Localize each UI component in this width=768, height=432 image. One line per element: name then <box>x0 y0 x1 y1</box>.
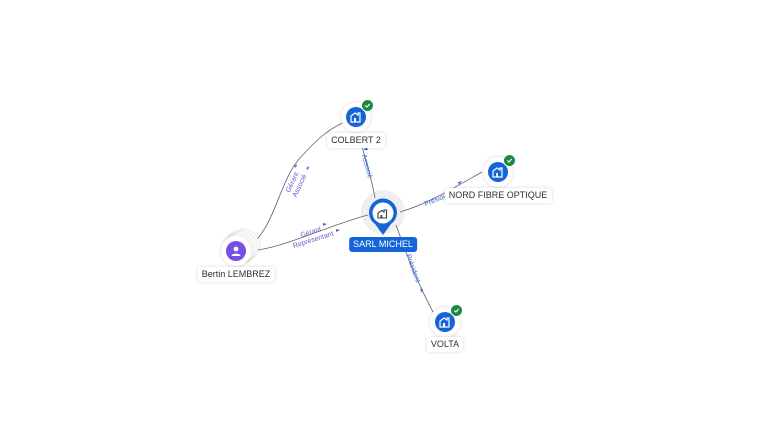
node-volta[interactable] <box>430 304 463 337</box>
edge-arrow <box>323 223 327 226</box>
building-icon <box>346 107 366 127</box>
node-colbert2[interactable] <box>341 99 374 132</box>
edge-center-volta <box>395 224 434 313</box>
edge-bertin-colbert2 <box>251 121 346 245</box>
node-label-center[interactable]: SARL MICHEL <box>349 237 417 252</box>
node-label-colbert2[interactable]: COLBERT 2 <box>327 133 385 148</box>
edge-arrow <box>336 229 340 232</box>
verified-check-icon <box>503 154 516 167</box>
node-label-volta[interactable]: VOLTA <box>426 337 464 352</box>
building-icon <box>435 312 455 332</box>
node-label-nordfibre[interactable]: NORD FIBRE OPTIQUE <box>444 188 552 203</box>
person-icon <box>226 241 246 261</box>
node-bertin[interactable] <box>221 230 259 266</box>
map-pin-icon <box>369 198 397 235</box>
edge-arrow <box>420 289 423 293</box>
edge-arrow <box>364 146 368 150</box>
node-center[interactable] <box>367 196 399 253</box>
edge-arrow <box>294 164 297 168</box>
node-label-bertin[interactable]: Bertin LEMBREZ <box>197 267 275 282</box>
edge-center-colbert2 <box>361 145 376 199</box>
edge-label-center-colbert2: Associé <box>360 154 373 180</box>
edge-center-nordfibre <box>399 171 483 213</box>
verified-check-icon <box>450 304 463 317</box>
building-icon <box>488 162 508 182</box>
edge-bertin-center <box>257 214 369 251</box>
edge-arrow <box>458 181 462 185</box>
node-nordfibre[interactable] <box>483 154 516 187</box>
edge-arrow <box>306 166 309 170</box>
edge-label-center-volta: Président <box>404 253 421 283</box>
verified-check-icon <box>361 99 374 112</box>
